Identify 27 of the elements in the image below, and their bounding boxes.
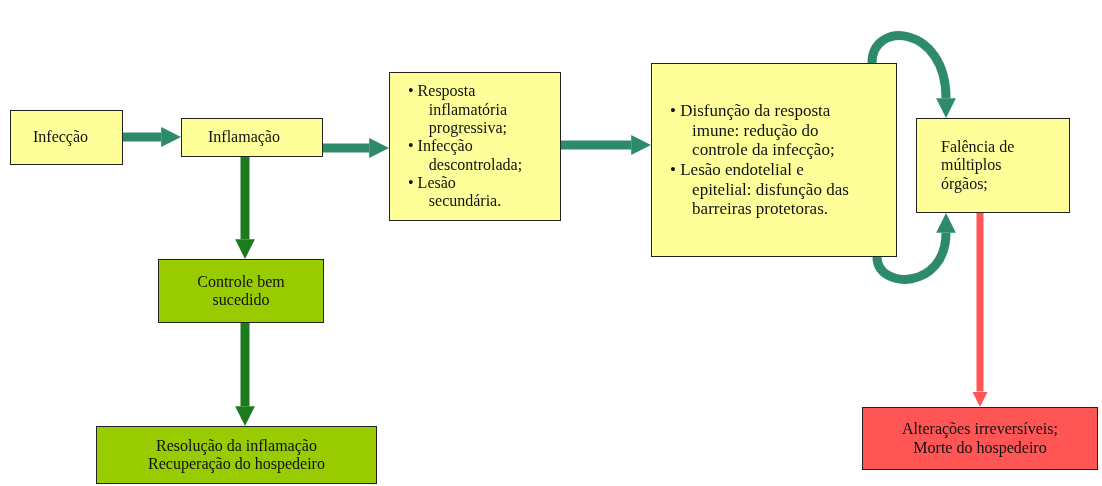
node-text: Infecção xyxy=(33,128,90,147)
process-box xyxy=(181,118,323,157)
bullet-item: • Disfunção da resposta imune: redução do controle da infecção; xyxy=(670,101,836,160)
block-arrow xyxy=(561,135,651,155)
block-arrow xyxy=(323,138,389,158)
process-box xyxy=(651,63,897,257)
node-text: Inflamação xyxy=(208,128,281,147)
block-arrow xyxy=(972,213,988,407)
node-text: Recuperação do hospedeiro xyxy=(148,455,325,474)
bullet-item: • Lesão endotelial e epitelial: disfunção das barreiras protetoras. xyxy=(670,160,850,219)
node-text: Resolução da inflamação xyxy=(156,436,317,455)
block-arrow xyxy=(123,127,181,147)
node-text: Morte do hospedeiro xyxy=(913,438,1047,457)
block-arrow xyxy=(235,323,255,426)
block-arrow xyxy=(235,157,255,259)
process-box xyxy=(389,72,561,221)
bullet-item: • Resposta inflamatória progressiva; xyxy=(408,82,508,138)
bullet-item: • Lesão secundária. xyxy=(408,174,503,211)
process-box xyxy=(158,259,324,323)
process-box xyxy=(916,118,1070,213)
process-box xyxy=(96,426,377,484)
bullet-item: • Infecção descontrolada; xyxy=(408,137,520,175)
node-text: Falência de múltiplos órgãos; xyxy=(941,137,1016,194)
process-box xyxy=(10,110,123,165)
node-text: Alterações irreversíveis; xyxy=(902,420,1058,439)
node-text: Controle bem sucedido xyxy=(196,272,286,310)
process-box xyxy=(862,407,1098,470)
